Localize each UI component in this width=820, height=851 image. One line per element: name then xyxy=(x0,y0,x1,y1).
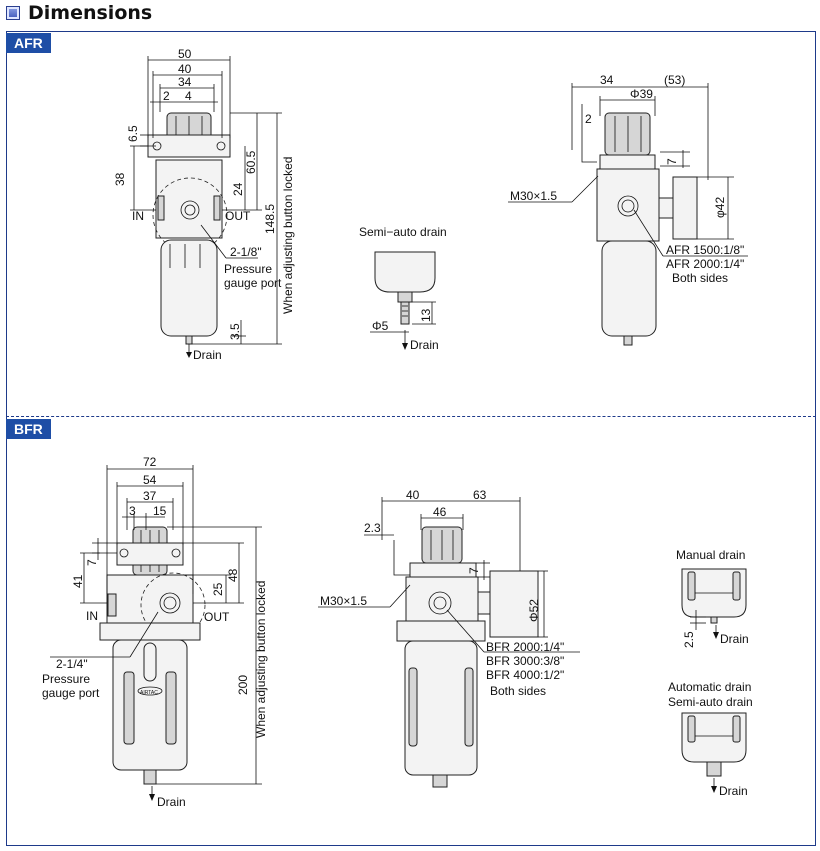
bfr-side-dim-2-3: 2.3 xyxy=(364,521,381,535)
bfr-side-view: 40 63 46 2.3 7 Φ52 M30×1.5 BFR 2000:1/4"… xyxy=(318,488,580,788)
afr-side-dim-34: 34 xyxy=(600,73,614,87)
bfr-dim-72: 72 xyxy=(143,455,157,469)
semi-auto-title: Semi−auto drain xyxy=(359,225,447,239)
manual-drain-title: Manual drain xyxy=(676,548,745,562)
bfr-side-dim-40: 40 xyxy=(406,488,420,502)
square-bullet-icon xyxy=(6,6,20,20)
section-divider xyxy=(6,416,816,417)
afr-dim-6-5: 6.5 xyxy=(126,125,140,142)
section-header: Dimensions xyxy=(6,2,152,24)
afr-port-label: 2-1/8" xyxy=(230,245,262,259)
bfr-side-thread: M30×1.5 xyxy=(320,594,367,608)
bfr-side-dim-phi52: Φ52 xyxy=(527,599,541,622)
afr-dim-50: 50 xyxy=(178,47,192,61)
afr-dim-2: 2 xyxy=(163,89,170,103)
afr-front-view: 50 40 34 2 4 6.5 38 60.5 24 148.5 3.5 Wh… xyxy=(113,47,295,362)
automatic-drain-bowl xyxy=(681,712,747,763)
bfr-dim-41: 41 xyxy=(71,574,85,588)
afr-drain-label: Drain xyxy=(193,348,222,362)
afr-in-label: IN xyxy=(132,209,144,223)
bfr-side-note-2: BFR 3000:3/8" xyxy=(486,654,564,668)
semi-auto-drain-label: Drain xyxy=(410,338,439,352)
afr-dim-3-5: 3.5 xyxy=(228,323,242,340)
afr-side-note-2: AFR 2000:1/4" xyxy=(666,257,744,271)
semi-auto-dim-phi5: Φ5 xyxy=(372,319,389,333)
semi-auto-dim-13: 13 xyxy=(419,308,433,322)
bfr-port-label: 2-1/4" xyxy=(56,657,88,671)
manual-drain-detail: Manual drain 2.5 Drain xyxy=(676,548,749,648)
bfr-in-label: IN xyxy=(86,609,98,623)
bfr-side-note-4: Both sides xyxy=(490,684,546,698)
afr-body xyxy=(155,159,223,239)
afr-gauge-label-1: Pressure xyxy=(224,262,272,276)
bfr-dim-7: 7 xyxy=(85,559,99,566)
bfr-dim-3: 3 xyxy=(129,504,136,518)
bfr-dim-200: 200 xyxy=(236,675,250,695)
bfr-dim-37: 37 xyxy=(143,489,157,503)
bfr-vertical-note: When adjusting button locked xyxy=(254,581,268,738)
afr-tag: AFR xyxy=(6,33,51,53)
bfr-drain-label: Drain xyxy=(157,795,186,809)
afr-side-note-1: AFR 1500:1/8" xyxy=(666,243,744,257)
afr-gauge xyxy=(672,176,698,240)
afr-vertical-note: When adjusting button locked xyxy=(281,157,295,314)
bfr-side-dim-63: 63 xyxy=(473,488,487,502)
afr-gauge-label-2: gauge port xyxy=(224,276,282,290)
bfr-out-label: OUT xyxy=(204,610,230,624)
afr-dim-38: 38 xyxy=(113,172,127,186)
page-title: Dimensions xyxy=(28,2,153,24)
afr-dim-148-5: 148.5 xyxy=(263,204,277,234)
semi-auto-drain-detail: Semi−auto drain Φ5 13 Drain xyxy=(359,225,447,352)
afr-dim-24: 24 xyxy=(231,182,245,196)
bfr-gauge-label-2: gauge port xyxy=(42,686,100,700)
bfr-side-note-3: BFR 4000:1/2" xyxy=(486,668,564,682)
bfr-dim-48: 48 xyxy=(226,568,240,582)
afr-bracket xyxy=(147,134,231,158)
bfr-front-view: AIRTAC 72 54 37 3 15 7 41 25 48 200 When… xyxy=(42,455,268,809)
afr-dim-4: 4 xyxy=(185,89,192,103)
semi-auto-drain-title: Semi-auto drain xyxy=(668,695,753,709)
bfr-side-note-1: BFR 2000:1/4" xyxy=(486,640,564,654)
afr-side-dim-phi42: φ42 xyxy=(713,197,727,218)
bfr-side-dim-7: 7 xyxy=(467,567,481,574)
bfr-gauge-label-1: Pressure xyxy=(42,672,90,686)
afr-side-knob xyxy=(604,112,651,156)
bfr-bracket xyxy=(116,542,184,566)
bfr-dim-25: 25 xyxy=(211,582,225,596)
afr-dim-60-5: 60.5 xyxy=(244,150,258,174)
automatic-drain-detail: Automatic drain Semi-auto drain Drain xyxy=(668,680,753,798)
bfr-side-dim-46: 46 xyxy=(433,505,447,519)
automatic-drain-title: Automatic drain xyxy=(668,680,751,694)
afr-side-dim-phi39: Φ39 xyxy=(630,87,653,101)
afr-dim-40: 40 xyxy=(178,62,192,76)
afr-side-thread: M30×1.5 xyxy=(510,189,557,203)
bfr-side-body xyxy=(405,576,479,622)
semi-auto-bowl xyxy=(374,251,436,293)
bfr-dim-54: 54 xyxy=(143,473,157,487)
bfr-brand-mark: AIRTAC xyxy=(140,690,158,696)
bfr-tag: BFR xyxy=(6,419,51,439)
automatic-drain-label: Drain xyxy=(719,784,748,798)
afr-side-dim-53: (53) xyxy=(664,73,685,87)
afr-side-dim-7: 7 xyxy=(665,158,679,165)
bfr-body xyxy=(106,574,194,624)
bfr-dim-15: 15 xyxy=(153,504,167,518)
manual-drain-label: Drain xyxy=(720,632,749,646)
afr-side-view: 34 (53) Φ39 2 7 φ42 M30×1.5 AFR 1500:1/8… xyxy=(508,73,748,346)
afr-dim-34: 34 xyxy=(178,75,192,89)
afr-side-note-3: Both sides xyxy=(672,271,728,285)
afr-side-dim-2: 2 xyxy=(585,112,592,126)
afr-side-body xyxy=(596,168,660,242)
bfr-gauge xyxy=(489,570,539,638)
afr-bowl xyxy=(160,239,218,337)
afr-out-label: OUT xyxy=(225,209,251,223)
manual-drain-dim-2-5: 2.5 xyxy=(682,631,696,648)
